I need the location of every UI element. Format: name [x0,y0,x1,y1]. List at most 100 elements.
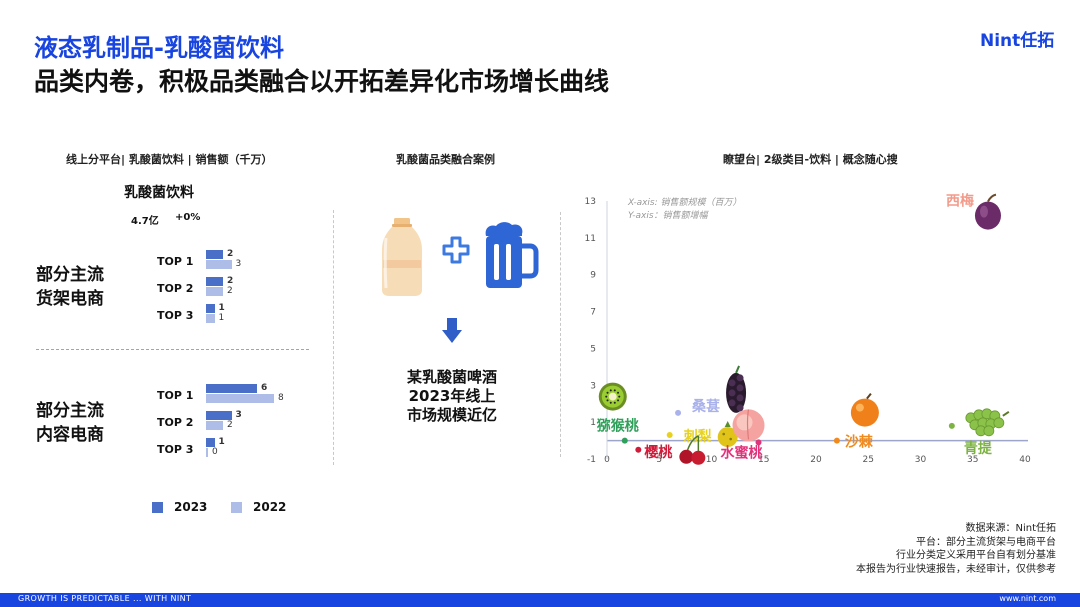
scatter-point-label: 樱桃 [644,444,672,461]
bar-2022 [206,448,208,457]
source-line: 数据来源：Nint任拓 [965,523,1056,534]
peach-icon [732,409,765,442]
case-line: 某乳酸菌啤酒 [406,368,497,386]
y-axis-note: Y-axis：销售额增幅 [628,210,710,221]
group-label-line: 部分主流 [36,265,104,285]
scatter-point-label: 桑葚 [692,398,720,415]
bar-2022 [206,394,274,403]
bar-2022 [206,421,223,430]
x-tick-label: 15 [758,455,769,465]
bar-2023 [206,304,215,313]
top-label: TOP 3 [157,309,194,322]
footer-website[interactable]: www.nint.com [999,594,1056,603]
y-tick-label: 1 [590,418,596,428]
mulberry-icon [726,365,747,413]
x-tick-label: 0 [604,455,610,465]
group-label-shelf-ecommerce: 部分主流 货架电商 [36,263,104,311]
bar-2022 [206,287,223,296]
scatter-point-label: 猕猴桃 [596,418,639,435]
y-tick-label: -1 [587,455,596,465]
plus-icon [442,236,470,264]
sea-buckthorn-icon [850,392,879,427]
group-label-line: 货架电商 [36,289,104,309]
scatter-dot [675,409,682,416]
top-label: TOP 2 [157,416,194,429]
bar-value-label: 1 [218,303,225,313]
scatter-point-prickly-pear[interactable]: 刺梨 [666,421,738,448]
fusion-case-text: 某乳酸菌啤酒 2023年线上 市场规模近亿 [372,368,532,425]
legend-swatch-2022 [231,502,242,513]
group-label-content-ecommerce: 部分主流 内容电商 [36,399,104,447]
nint-logo: Nint任拓 [980,31,1055,51]
bar-value-label: 0 [212,447,218,457]
right-section-heading: 瞭望台| 2级类目-饮料 | 概念随心搜 [723,153,898,166]
category-name: 乳酸菌饮料 [124,185,194,201]
arrow-down-icon [442,318,462,343]
section-divider-left [333,210,334,465]
scatter-point-label: 青提 [964,440,993,457]
bar-2023 [206,438,215,447]
middle-section-heading: 乳酸菌品类融合案例 [396,153,495,166]
bar-value-label: 2 [227,286,233,296]
scatter-point-label: 水蜜桃 [721,444,763,461]
fusion-icons [382,218,539,296]
scatter-point-label: 西梅 [946,193,974,210]
scatter-point-kiwi[interactable]: 猕猴桃 [596,382,639,444]
bar-value-label: 3 [235,410,242,420]
stat-value: 4.7亿 [131,216,159,227]
bar-value-label: 2 [227,420,233,430]
scatter-dot [666,432,673,439]
legend-label-2023: 2023 [174,500,208,514]
scatter-point-green-grape[interactable]: 青提 [948,408,1010,457]
x-tick-label: 5 [656,455,662,465]
cherry-icon [679,435,706,465]
kiwi-icon [598,382,627,411]
x-tick-label: 30 [915,455,927,465]
stat-change: +0% [175,212,201,223]
legend-swatch-2023 [152,502,163,513]
plum-icon [974,193,1001,230]
bar-2022 [206,314,215,323]
bar-value-label: 1 [218,437,225,447]
y-tick-label: 13 [585,197,596,207]
y-tick-label: 9 [590,271,596,281]
green-grape-icon [965,408,1010,437]
x-tick-label: 40 [1019,455,1031,465]
y-tick-label: 5 [590,344,596,354]
scatter-point-cherry[interactable]: 樱桃 [635,435,706,465]
bar-value-label: 2 [227,276,234,286]
bar-value-label: 6 [261,383,268,393]
scatter-point-sea-buckthorn[interactable]: 沙棘 [833,392,879,451]
page-title: 液态乳制品-乳酸菌饮料 [34,34,284,62]
bar-2023 [206,411,232,420]
section-divider-right [560,212,561,457]
top-label: TOP 3 [157,443,194,456]
legend-label-2022: 2022 [253,500,287,514]
bar-value-label: 8 [278,393,284,403]
top-label: TOP 1 [157,389,194,402]
scatter-dot [621,437,628,444]
prickly-pear-icon [717,421,738,448]
bar-value-label: 3 [235,259,242,269]
scatter-point-mulberry[interactable]: 桑葚 [675,365,747,416]
scatter-point-label: 沙棘 [845,434,874,451]
left-section-heading: 线上分平台| 乳酸菌饮料 | 销售额（千万） [66,153,273,166]
scatter-point-plum[interactable]: 西梅 [946,193,1001,230]
group-label-line: 部分主流 [36,401,104,421]
bar-value-label: 2 [227,249,234,259]
scatter-dot [755,439,762,446]
bar-value-label: 1 [218,313,225,323]
y-tick-label: 11 [585,234,596,244]
bar-2023 [206,250,223,259]
top-label: TOP 1 [157,255,194,268]
case-line: 2023年线上 [408,387,496,405]
scatter-point-peach[interactable]: 水蜜桃 [721,409,765,461]
bar-2023 [206,277,223,286]
source-line: 行业分类定义采用平台自有划分基准 [896,550,1056,561]
source-line: 本报告为行业快速报告，未经审计，仅供参考 [856,563,1056,575]
bar-2022 [206,260,232,269]
footer-tagline: GROWTH IS PREDICTABLE ... WITH NINT [18,594,192,603]
yogurt-bottle-icon [382,218,422,296]
group-label-line: 内容电商 [36,425,104,445]
